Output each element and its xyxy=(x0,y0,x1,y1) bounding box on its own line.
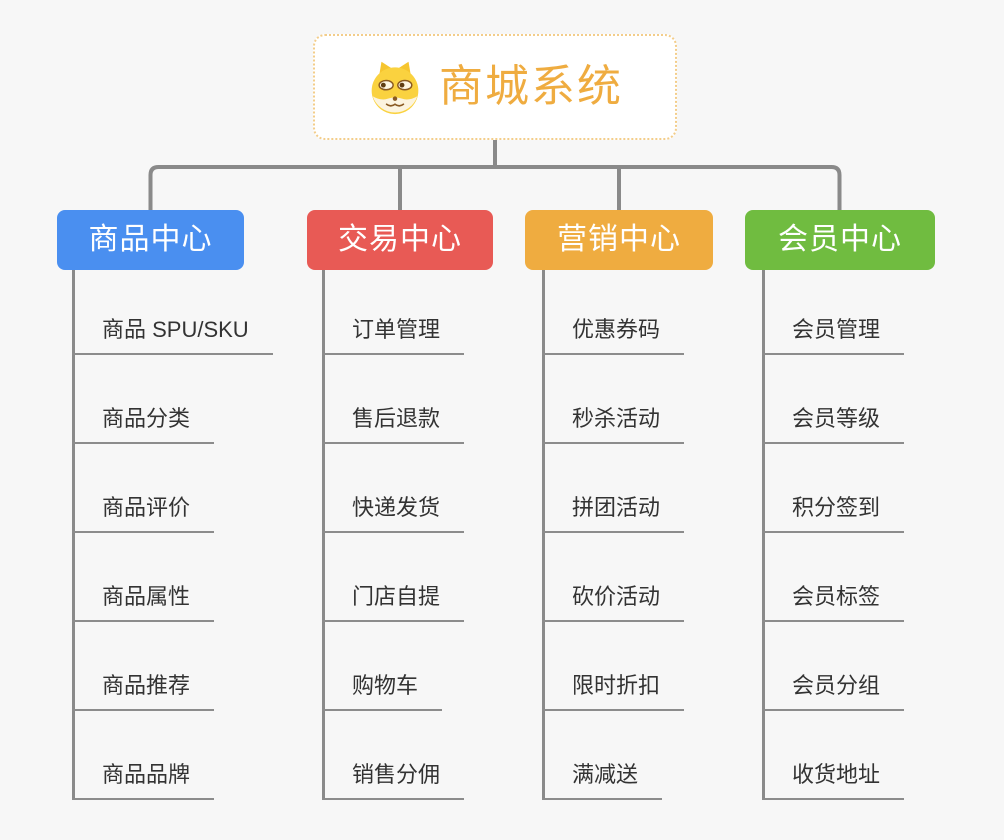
leaf-node[interactable]: 会员分组 xyxy=(762,671,905,711)
leaf-node[interactable]: 售后退款 xyxy=(322,404,465,444)
leaf-node[interactable]: 商品分类 xyxy=(72,404,215,444)
leaf-node[interactable]: 秒杀活动 xyxy=(542,404,685,444)
leaf-node[interactable]: 会员等级 xyxy=(762,404,905,444)
branch-node-member-center[interactable]: 会员中心 xyxy=(745,210,935,270)
leaf-node[interactable]: 会员标签 xyxy=(762,582,905,622)
leaf-node[interactable]: 门店自提 xyxy=(322,582,465,622)
leaf-node[interactable]: 拼团活动 xyxy=(542,493,685,533)
leaf-node[interactable]: 商品评价 xyxy=(72,493,215,533)
branch-rail-line xyxy=(148,165,842,210)
leaf-node[interactable]: 商品 SPU/SKU xyxy=(72,315,273,355)
leaf-node[interactable]: 会员管理 xyxy=(762,315,905,355)
leaf-node[interactable]: 满减送 xyxy=(542,760,663,800)
branch-node-marketing-center[interactable]: 营销中心 xyxy=(525,210,713,270)
dog-icon xyxy=(371,61,419,115)
leaf-node[interactable]: 优惠券码 xyxy=(542,315,685,355)
leaf-node[interactable]: 收货地址 xyxy=(762,760,905,800)
branch-node-product-center[interactable]: 商品中心 xyxy=(57,210,244,270)
leaf-node[interactable]: 订单管理 xyxy=(322,315,465,355)
leaf-node[interactable]: 商品推荐 xyxy=(72,671,215,711)
leaf-node[interactable]: 砍价活动 xyxy=(542,582,685,622)
leaf-node[interactable]: 快递发货 xyxy=(322,493,465,533)
root-node[interactable]: 商城系统 xyxy=(313,34,677,140)
root-title: 商城系统 xyxy=(439,62,623,111)
leaf-node[interactable]: 销售分佣 xyxy=(322,760,465,800)
leaf-node[interactable]: 限时折扣 xyxy=(542,671,685,711)
branch-column-member-center: 会员管理 会员等级 积分签到 会员标签 会员分组 收货地址 xyxy=(762,270,1004,800)
branch-node-trade-center[interactable]: 交易中心 xyxy=(307,210,493,270)
branch-column-trade-center: 订单管理 售后退款 快递发货 门店自提 购物车 销售分佣 xyxy=(322,270,572,800)
leaf-node[interactable]: 商品属性 xyxy=(72,582,215,622)
leaf-node[interactable]: 购物车 xyxy=(322,671,443,711)
branch-column-marketing-center: 优惠券码 秒杀活动 拼团活动 砍价活动 限时折扣 满减送 xyxy=(542,270,792,800)
leaf-node[interactable]: 商品品牌 xyxy=(72,760,215,800)
branch-column-product-center: 商品 SPU/SKU 商品分类 商品评价 商品属性 商品推荐 商品品牌 xyxy=(72,270,322,800)
leaf-node[interactable]: 积分签到 xyxy=(762,493,905,533)
